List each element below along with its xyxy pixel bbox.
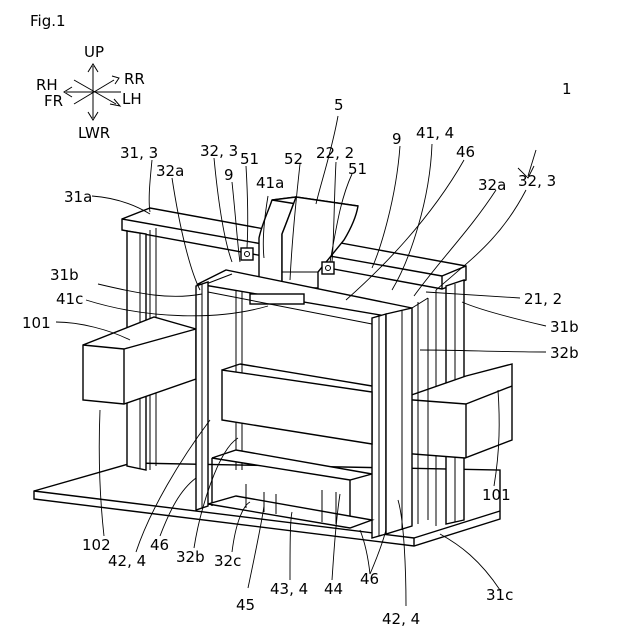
left-beam-102	[83, 317, 196, 404]
label-46-bottom: 46	[360, 570, 379, 588]
middle-cross-panel	[222, 370, 372, 444]
label-42-4-left: 42, 4	[108, 552, 146, 570]
label-45: 45	[236, 596, 255, 614]
label-41c: 41c	[56, 290, 83, 308]
outlet-52	[250, 294, 304, 304]
label-41a: 41a	[256, 174, 284, 192]
label-51-right: 51	[348, 160, 367, 178]
label-32-3-left: 32, 3	[200, 142, 238, 160]
label-31b-left: 31b	[50, 266, 79, 284]
label-1: 1	[562, 80, 572, 98]
label-51-left: 51	[240, 150, 259, 168]
label-31a: 31a	[64, 188, 92, 206]
label-44: 44	[324, 580, 343, 598]
label-101-left: 101	[22, 314, 51, 332]
figure-title: Fig.1	[30, 12, 66, 30]
label-31c: 31c	[486, 586, 513, 604]
label-31-3: 31, 3	[120, 144, 158, 162]
dir-up-label: UP	[84, 43, 104, 61]
label-32a-left: 32a	[156, 162, 184, 180]
label-32b-left: 32b	[176, 548, 205, 566]
label-32c: 32c	[214, 552, 241, 570]
fastener-51-right	[322, 262, 334, 274]
label-52: 52	[284, 150, 303, 168]
label-5: 5	[334, 96, 344, 114]
side-panel-32b	[386, 308, 412, 534]
label-46-left: 46	[150, 536, 169, 554]
label-46-top: 46	[456, 143, 475, 161]
label-42-4-right: 42, 4	[382, 610, 420, 628]
intake-duct	[259, 197, 358, 288]
label-9-right: 9	[392, 130, 402, 148]
label-21-2: 21, 2	[524, 290, 562, 308]
label-32a-right: 32a	[478, 176, 506, 194]
label-101-right: 101	[482, 486, 511, 504]
dir-fr-label: FR	[44, 92, 63, 110]
label-102: 102	[82, 536, 111, 554]
orientation-compass: UP LWR RH FR RR LH	[36, 43, 145, 142]
label-32-3-right: 32, 3	[518, 172, 556, 190]
label-41-4: 41, 4	[416, 124, 454, 142]
label-9-left: 9	[224, 166, 234, 184]
dir-lh-label: LH	[122, 90, 142, 108]
label-43-4: 43, 4	[270, 580, 308, 598]
label-31b-right: 31b	[550, 318, 579, 336]
label-32b-right: 32b	[550, 344, 579, 362]
fastener-51-left	[241, 248, 253, 260]
dir-lwr-label: LWR	[78, 124, 110, 142]
dir-rr-label: RR	[124, 70, 145, 88]
